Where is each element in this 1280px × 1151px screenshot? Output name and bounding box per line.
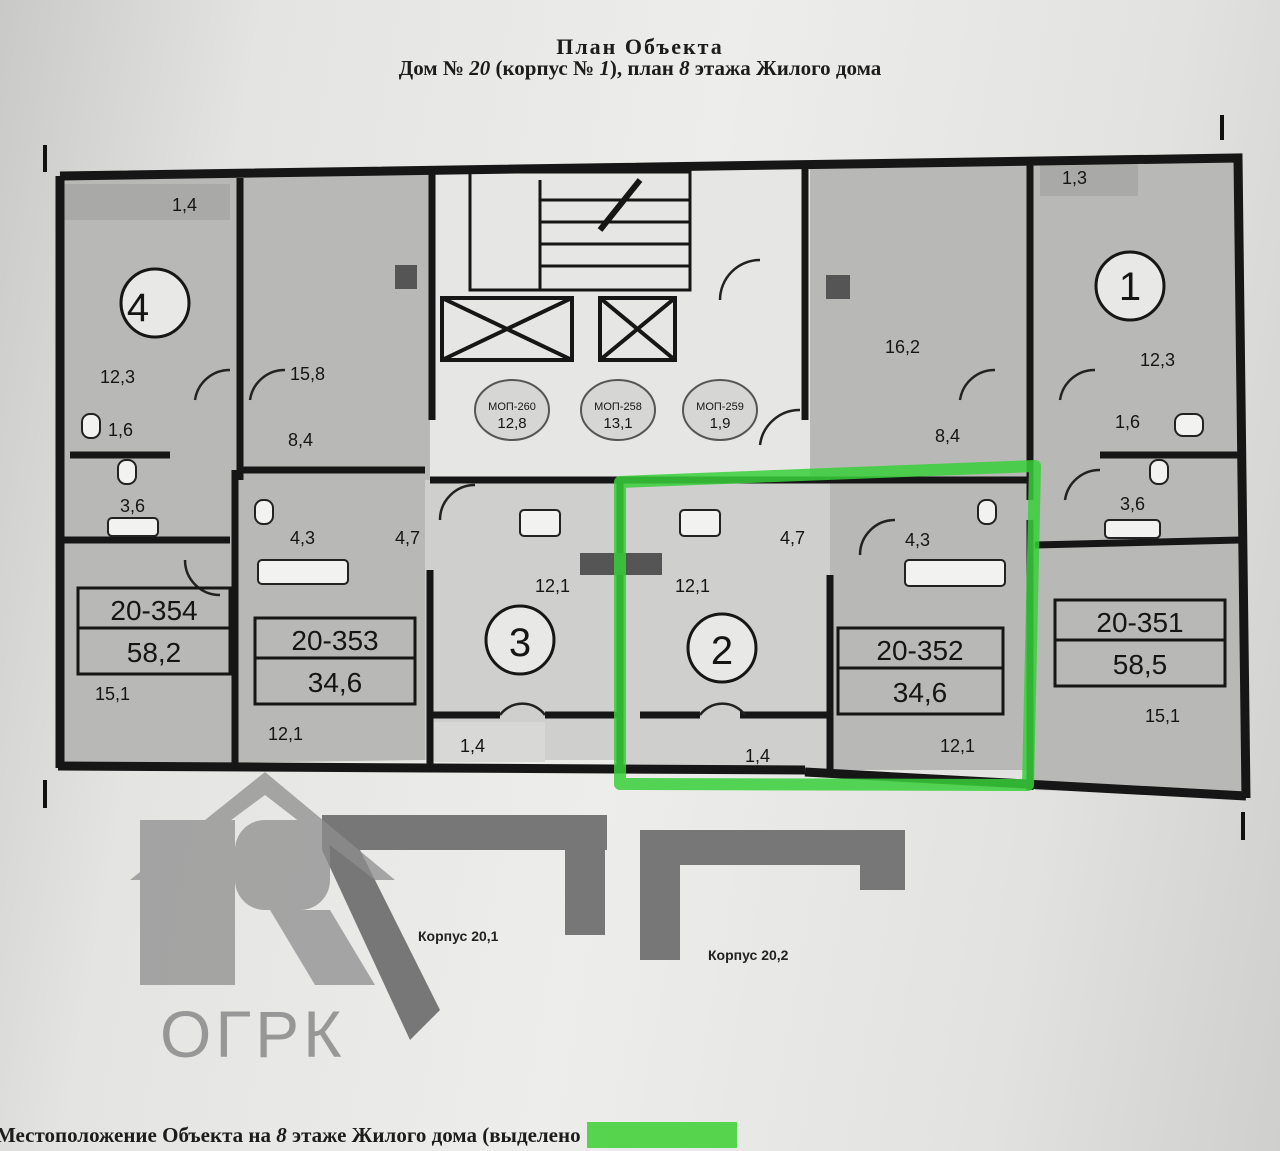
mop-code: МОП-260 <box>488 401 536 413</box>
unit-area: 58,5 <box>1113 649 1168 680</box>
room-area-label: 1,4 <box>460 736 485 756</box>
room-area-label: 4,3 <box>290 528 315 548</box>
mop-area: 1,9 <box>710 415 731 432</box>
building-label: Корпус 20,2 <box>708 947 789 963</box>
room-area-label: 1,4 <box>745 746 770 766</box>
room-area-label: 4,3 <box>905 530 930 550</box>
room-area-label: 15,1 <box>1145 706 1180 726</box>
room-area-label: 12,3 <box>1140 350 1175 370</box>
room-area-label: 8,4 <box>288 430 313 450</box>
mop-code: МОП-258 <box>594 401 642 413</box>
room-area-label: 12,3 <box>100 367 135 387</box>
mop-code: МОП-259 <box>696 401 744 413</box>
unit-area: 34,6 <box>308 667 363 698</box>
highlight-swatch <box>586 1122 737 1148</box>
ogrk-logo <box>130 772 395 985</box>
unit-id: 20-353 <box>291 625 378 656</box>
room-area-label: 15,1 <box>95 684 130 704</box>
room-area-label: 12,1 <box>940 736 975 756</box>
document-subtitle: Дом № 20 (корпус № 1), план 8 этажа Жило… <box>398 56 882 80</box>
balcony-area-label: 1,3 <box>1062 168 1087 188</box>
building-label: Корпус 20,1 <box>418 928 499 944</box>
room-area-label: 4,7 <box>395 528 420 548</box>
apartment-number: 1 <box>1119 265 1141 309</box>
apartment-number: 4 <box>127 286 149 330</box>
apartment-number: 2 <box>711 629 733 673</box>
apartment-number: 3 <box>509 621 531 665</box>
mop-area: 13,1 <box>603 415 632 432</box>
unit-area: 34,6 <box>893 677 948 708</box>
room-area-label: 12,1 <box>675 576 710 596</box>
location-caption: Местоположение Объекта на 8 этаже Жилого… <box>0 1122 737 1148</box>
unit-area: 58,2 <box>127 637 182 668</box>
room-area-label: 12,1 <box>535 576 570 596</box>
unit-id: 20-352 <box>876 635 963 666</box>
balcony-area-label: 1,4 <box>172 195 197 215</box>
room-area-label: 8,4 <box>935 426 960 446</box>
room-area-label: 3,6 <box>1120 494 1145 514</box>
mop-area: 12,8 <box>497 415 526 432</box>
room-area-label: 3,6 <box>120 496 145 516</box>
unit-id: 20-354 <box>110 595 197 626</box>
document-title: План Объекта <box>556 34 724 59</box>
room-area-label: 1,6 <box>108 420 133 440</box>
watermark-text: ОГРК <box>160 997 346 1071</box>
room-area-label: 1,6 <box>1115 412 1140 432</box>
room-area-label: 16,2 <box>885 337 920 357</box>
unit-id: 20-351 <box>1096 607 1183 638</box>
room-area-label: 4,7 <box>780 528 805 548</box>
room-area-label: 12,1 <box>268 724 303 744</box>
room-area-label: 15,8 <box>290 364 325 384</box>
